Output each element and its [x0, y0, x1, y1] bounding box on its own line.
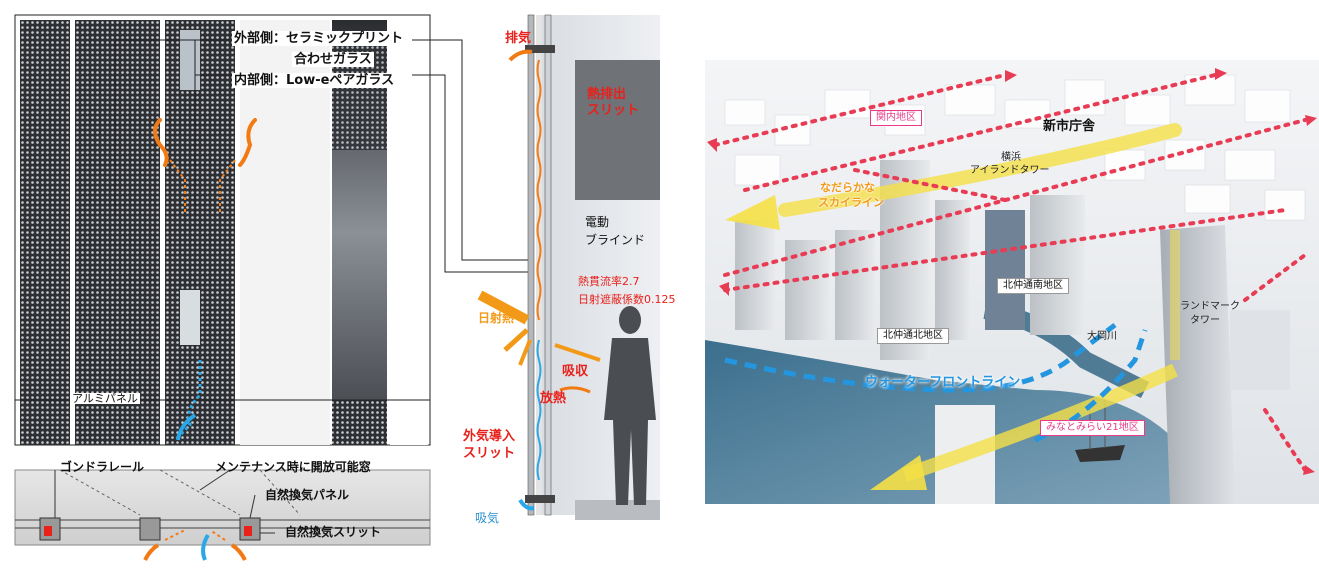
- label-exhaust: 排気: [505, 31, 532, 46]
- label-landmark-2: タワー: [1190, 315, 1220, 326]
- label-landmark-1: ランドマーク: [1180, 301, 1240, 312]
- outer-glass: [527, 14, 535, 516]
- label-maintenance-window: メンテナンス時に開放可能窓: [215, 460, 371, 474]
- label-heat-release: 放熱: [540, 391, 567, 406]
- label-intake: 吸気: [475, 511, 500, 525]
- label-heat-slit-2: スリット: [587, 103, 640, 118]
- city-map: 関内地区 新市庁舎 横浜 アイランドタワー なだらかな スカイライン 北仲通南地…: [705, 60, 1319, 504]
- panel-3-window: [180, 30, 200, 90]
- label-solar-heat: 日射熱: [478, 311, 515, 325]
- label-yokohama-2: アイランドタワー: [970, 165, 1050, 176]
- label-solar-shading: 日射遮蔽係数0.125: [578, 293, 676, 306]
- ceiling-block: [575, 60, 660, 200]
- facade-diagram: 外部側：セラミックプリント 合わせガラス 内部側：Low-eペアガラス 排気 熱…: [14, 14, 676, 561]
- label-natural-vent-panel: 自然換気パネル: [265, 488, 350, 502]
- label-heat-slit-1: 熱排出: [587, 87, 627, 102]
- label-skyline-2: スカイライン: [818, 196, 884, 209]
- wall-gap: [240, 20, 330, 445]
- plan-section: [14, 469, 431, 546]
- label-kitanaka-south: 北仲通南地区: [997, 278, 1069, 294]
- label-outer-side: 外部側：セラミックプリント: [232, 31, 406, 46]
- label-outside-air-1: 外気導入: [463, 429, 516, 444]
- blank-right: [390, 20, 428, 445]
- label-new-city-hall: 新市庁舎: [1043, 119, 1096, 134]
- label-outside-air-2: スリット: [463, 446, 516, 461]
- label-heat-transmission: 熱貫流率2.7: [578, 275, 640, 288]
- label-laminated-glass: 合わせガラス: [292, 52, 374, 67]
- panel-2: [75, 20, 160, 445]
- label-blind-2: ブラインド: [585, 233, 646, 247]
- label-inner-side: 内部側：Low-eペアガラス: [232, 73, 397, 88]
- panel-1: [20, 20, 70, 445]
- label-blind-1: 電動: [585, 215, 610, 229]
- label-minatomirai: みなとみらい21地区: [1040, 420, 1145, 436]
- label-aluminum-panel: アルミパネル: [70, 392, 140, 405]
- label-skyline-1: なだらかな: [820, 181, 875, 194]
- label-waterfront: ウォーターフロントライン: [865, 375, 1021, 390]
- label-kannai: 関内地区: [870, 110, 922, 126]
- district-boundary-lines: [713, 73, 1307, 472]
- label-natural-vent-slit: 自然換気スリット: [285, 525, 382, 539]
- label-absorption: 吸収: [562, 364, 589, 379]
- inner-glass: [544, 14, 552, 516]
- label-ooka-river: 大岡川: [1087, 331, 1117, 342]
- panel-3-window-2: [180, 290, 200, 345]
- label-gondola-rail: ゴンドラレール: [60, 460, 145, 474]
- person-silhouette: [604, 306, 656, 505]
- city-blocks: [724, 74, 1306, 221]
- label-kitanaka-north: 北仲通北地区: [877, 328, 949, 344]
- label-yokohama-1: 横浜: [1001, 152, 1021, 163]
- glass-bottom-print: [332, 400, 387, 445]
- glass-top-print: [332, 30, 387, 150]
